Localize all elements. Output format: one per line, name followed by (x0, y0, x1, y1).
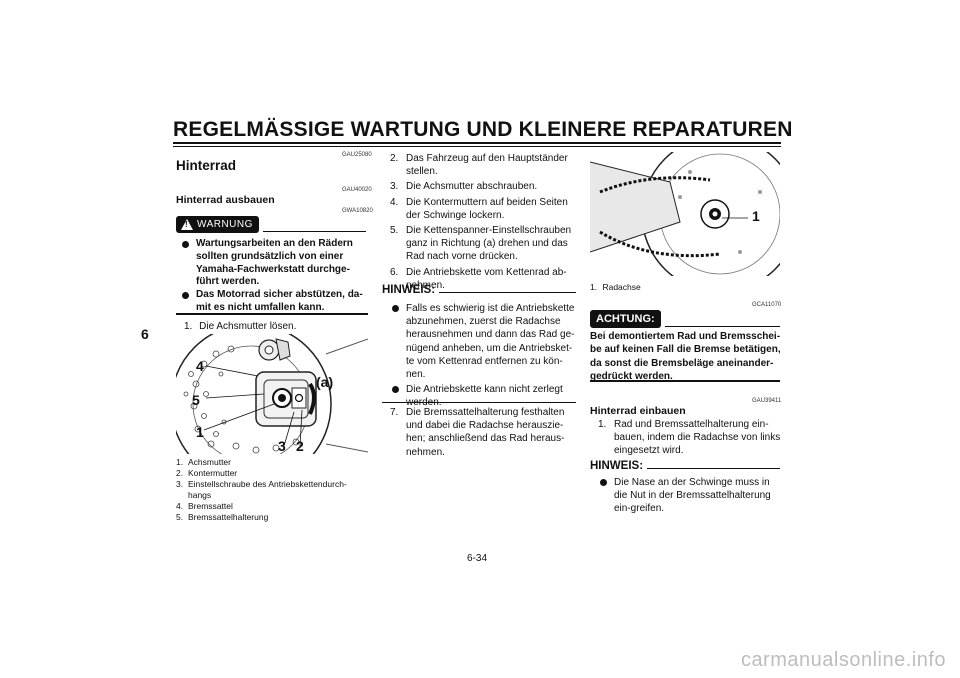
figure-rear-axle: 4 5 1 3 2 (a) (176, 334, 368, 454)
achtung-header-rule (664, 326, 780, 327)
figure-label: 3 (278, 438, 286, 454)
warning-code: GWA10820 (342, 208, 373, 214)
figure-label: 2 (296, 438, 304, 454)
list-item: Falls es schwierig ist die Antriebskette… (390, 302, 576, 381)
watermark: carmanualsonline.info (740, 649, 946, 671)
achtung-code: GCA11070 (752, 302, 782, 308)
figure-label: 5 (192, 392, 200, 408)
subsection-code: GAU39411 (752, 398, 782, 404)
warning-list: Wartungsarbeiten an den Rädern sollten g… (180, 238, 368, 315)
list-item: Wartungsarbeiten an den Rädern sollten g… (180, 238, 368, 289)
section-heading: Hinterrad (176, 158, 237, 173)
hinweis-rule (647, 468, 780, 469)
list-item: 2.Das Fahrzeug auf den Hauptständer stel… (390, 153, 568, 178)
list-item: Die Nase an der Schwinge muss in die Nut… (598, 476, 782, 516)
list-item: 6.Die Antriebskette vom Kettenrad ab-neh… (390, 266, 567, 291)
subsection-code: GAU40020 (342, 187, 372, 193)
title-rule (173, 142, 781, 144)
step-number: 1. (184, 321, 193, 332)
warning-badge: WARNUNG (176, 216, 259, 233)
hinweis-list: Die Nase an der Schwinge muss in die Nut… (598, 476, 782, 516)
warning-header: WARNUNG (176, 216, 366, 233)
hinweis-rule (439, 292, 576, 293)
achtung-header: ACHTUNG: (590, 310, 780, 328)
step-text: Die Bremssattelhalterung festhalten und … (406, 407, 565, 458)
figure-caption: 1. Radachse (590, 282, 641, 293)
chapter-number: 6 (141, 326, 149, 342)
list-item: 3.Einstellschraube des Antriebskettendur… (176, 479, 347, 500)
list-item: 4.Bremssattel (176, 501, 233, 511)
page-number: 6-34 (467, 553, 488, 564)
warning-triangle-icon (181, 219, 193, 230)
list-item: 2.Kontermutter (176, 468, 238, 478)
title-rule-thin (173, 146, 781, 147)
step-1: 1. Die Achsmutter lösen. (184, 320, 368, 333)
warning-header-rule (262, 231, 366, 232)
figure-rear-axle-drawing (176, 334, 368, 454)
figure-radachse-drawing (590, 152, 780, 276)
page-title: REGELMÄSSIGE WARTUNG UND KLEINERE REPARA… (173, 118, 793, 141)
step-1-einbauen: 1. Rad und Bremssattelhalterung ein-baue… (598, 418, 782, 458)
achtung-text: Bei demontiertem Rad und Bremsschei-be a… (590, 331, 781, 383)
subsection-heading: Hinterrad ausbauen (176, 194, 275, 206)
steps-list: 2.Das Fahrzeug auf den Hauptständer stel… (390, 152, 576, 292)
list-item: 5.Die Kettenspanner-Einstellschrauben ga… (390, 225, 572, 263)
hinweis-end-rule (382, 402, 576, 403)
caption-number: 1. (590, 282, 598, 292)
hinweis-label: HINWEIS: (590, 460, 644, 472)
section-code: GAU25080 (342, 152, 372, 158)
figure-label: (a) (316, 374, 334, 390)
subsection-heading: Hinterrad einbauen (590, 405, 686, 417)
step-number: 7. (390, 407, 399, 418)
warning-label: WARNUNG (197, 219, 253, 230)
step-text: Rad und Bremssattelhalterung ein-bauen, … (614, 419, 781, 457)
list-item: 5.Bremssattelhalterung (176, 512, 269, 522)
list-item: 1.Achsmutter (176, 457, 231, 467)
list-item: Das Motorrad sicher abstützen, da-mit es… (180, 289, 368, 315)
hinweis-list: Falls es schwierig ist die Antriebskette… (390, 302, 576, 410)
achtung-end-rule (590, 380, 780, 382)
list-item: 4.Die Kontermuttern auf beiden Seiten de… (390, 196, 568, 221)
step-number: 1. (598, 419, 607, 430)
achtung-badge: ACHTUNG: (590, 310, 661, 328)
figure-label: 4 (196, 358, 204, 374)
step-text: Die Achsmutter lösen. (199, 321, 297, 332)
hinweis-header: HINWEIS: (382, 284, 576, 296)
figure-label: 1 (752, 208, 760, 224)
hinweis-header: HINWEIS: (590, 460, 780, 472)
step-7: 7. Die Bremssattelhalterung festhalten u… (390, 406, 576, 459)
warning-end-rule (176, 313, 368, 315)
figure-caption-list: 1.Achsmutter 2.Kontermutter 3.Einstellsc… (176, 457, 368, 523)
caption-text: Radachse (602, 282, 641, 292)
hinweis-label: HINWEIS: (382, 284, 436, 296)
figure-label: 1 (196, 424, 204, 440)
figure-radachse: 1 (590, 152, 780, 276)
list-item: 3.Die Achsmutter abschrauben. (390, 181, 538, 193)
